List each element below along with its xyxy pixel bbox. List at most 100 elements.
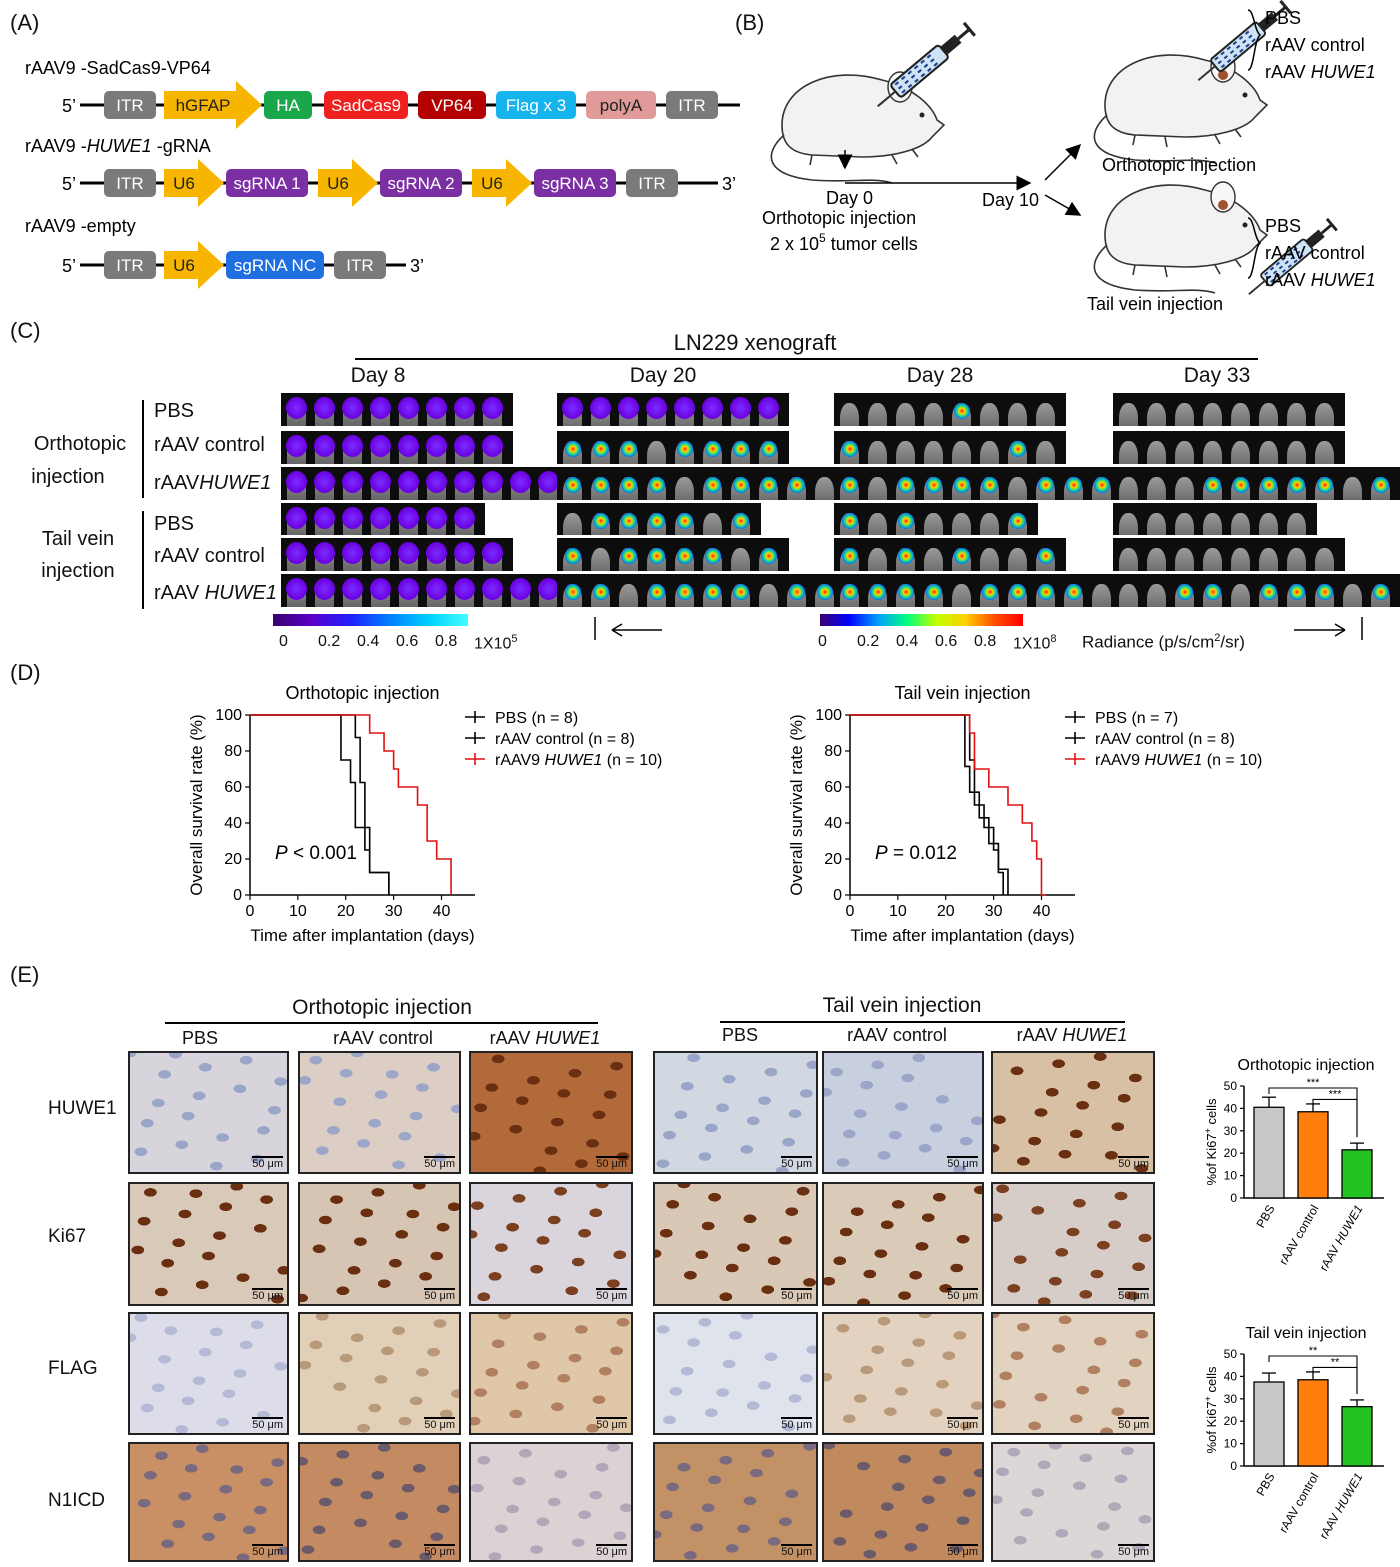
bli-strip bbox=[557, 503, 761, 535]
mouse-silhouette bbox=[1259, 403, 1278, 426]
luminescence-spot bbox=[342, 397, 363, 419]
scale-bar-label: 50 μm bbox=[781, 1417, 812, 1431]
mouse-silhouette bbox=[1287, 441, 1306, 464]
p-value-annotation: P < 0.001 bbox=[275, 843, 357, 864]
luminescence-spot bbox=[733, 441, 749, 457]
luminescence-spot bbox=[454, 507, 475, 529]
luminescence-spot bbox=[982, 477, 998, 493]
legend-label-2: rAAV9 HUWE1 (n = 10) bbox=[495, 752, 662, 769]
ihc-image-n1icd-5: 50 μm bbox=[991, 1442, 1155, 1562]
y-axis-label: %of Ki67+ cells bbox=[1203, 1366, 1219, 1453]
luminescence-spot bbox=[342, 578, 363, 600]
tail-vein-injection-label: Tail vein injection bbox=[1087, 294, 1223, 314]
route-tail-line2: injection bbox=[41, 560, 115, 582]
luminescence-spot bbox=[342, 507, 363, 529]
luminescence-spot bbox=[593, 441, 609, 457]
mouse-silhouette bbox=[1036, 441, 1055, 464]
survival-series-0 bbox=[250, 714, 390, 895]
luminescence-spot bbox=[1317, 584, 1333, 600]
ihc-image-huwe1-1: 50 μm bbox=[298, 1051, 461, 1174]
ihc-column-label-3: PBS bbox=[721, 1025, 759, 1045]
survival-series-2 bbox=[250, 714, 452, 895]
ihc-column-label-2: rAAV HUWE1 bbox=[489, 1028, 601, 1048]
y-tick-label: 10 bbox=[1224, 1169, 1238, 1183]
luminescence-spot bbox=[565, 477, 581, 493]
scale-tick-label: 0.2 bbox=[318, 633, 341, 650]
y-tick-label: 50 bbox=[1224, 1347, 1238, 1361]
mouse-silhouette bbox=[1315, 548, 1334, 571]
category-label-1: rAAV control bbox=[1276, 1203, 1321, 1268]
day-header-8: Day 8 bbox=[350, 364, 406, 387]
mouse-silhouette bbox=[1231, 513, 1250, 535]
luminescence-spot bbox=[758, 397, 779, 419]
mouse-silhouette bbox=[1147, 548, 1166, 571]
mouse-silhouette bbox=[1231, 548, 1250, 571]
luminescence-spot bbox=[842, 548, 858, 564]
y-tick-label: 0 bbox=[1230, 1459, 1237, 1473]
element-label-0-2: HA bbox=[276, 96, 300, 115]
luminescence-spot bbox=[649, 584, 665, 600]
mouse-silhouette bbox=[1036, 403, 1055, 426]
row-orth-control: rAAV control bbox=[154, 434, 265, 456]
scale-bar-label: 50 μm bbox=[252, 1417, 283, 1431]
panel-label-e: (E) bbox=[10, 962, 40, 987]
day-header-33: Day 33 bbox=[1183, 364, 1251, 387]
element-block-2-0 bbox=[104, 251, 156, 279]
mouse-silhouette bbox=[1008, 548, 1027, 571]
luminescence-spot bbox=[398, 397, 419, 419]
luminescence-spot bbox=[898, 513, 914, 529]
mouse-silhouette bbox=[1203, 441, 1222, 464]
y-tick-label: 10 bbox=[1224, 1437, 1238, 1451]
bar-2 bbox=[1341, 1149, 1373, 1199]
luminescence-spot bbox=[705, 477, 721, 493]
luminescence-spot bbox=[621, 441, 637, 457]
mouse-silhouette bbox=[1231, 584, 1250, 607]
element-block-0-7 bbox=[666, 91, 718, 119]
km-title: Orthotopic injection bbox=[285, 683, 439, 703]
luminescence-spot bbox=[398, 578, 419, 600]
scale-bar-label: 50 μm bbox=[947, 1417, 978, 1431]
mouse-silhouette bbox=[1147, 403, 1166, 426]
luminescence-spot bbox=[705, 548, 721, 564]
luminescence-spot bbox=[538, 578, 559, 600]
ihc-image-n1icd-0: 50 μm bbox=[128, 1442, 289, 1562]
x-tick-label: 20 bbox=[337, 903, 355, 920]
bli-strip bbox=[834, 393, 1066, 426]
scale-tick-label: 0.2 bbox=[857, 633, 880, 650]
element-block-1-0 bbox=[104, 169, 156, 197]
luminescence-spot bbox=[705, 584, 721, 600]
scale-bar-label: 50 μm bbox=[252, 1544, 283, 1558]
bli-strip bbox=[834, 467, 1122, 500]
luminescence-spot bbox=[621, 477, 637, 493]
mouse-silhouette bbox=[1175, 548, 1194, 571]
significance-bracket-1 bbox=[1312, 1366, 1358, 1394]
y-tick-label: 0 bbox=[233, 887, 242, 904]
scale-tick-label: 0 bbox=[818, 633, 827, 650]
y-tick-label: 40 bbox=[1224, 1101, 1238, 1115]
mouse-silhouette bbox=[1147, 584, 1166, 607]
ihc-column-label-4: rAAV control bbox=[847, 1025, 947, 1045]
scale-bar-label: 50 μm bbox=[596, 1288, 627, 1302]
luminescence-spot bbox=[1373, 584, 1389, 600]
promoter-arrow-1-1 bbox=[164, 159, 224, 207]
luminescence-spot bbox=[370, 471, 391, 493]
luminescence-spot bbox=[565, 584, 581, 600]
x-axis-label: Time after implantation (days) bbox=[250, 926, 474, 945]
bar-chart-title: Tail vein injection bbox=[1246, 1325, 1367, 1342]
ihc-row-label-3: N1ICD bbox=[48, 1490, 106, 1511]
bli-strip bbox=[1113, 431, 1345, 464]
significance-label-0: *** bbox=[1307, 1077, 1321, 1089]
ihc-image-huwe1-5: 50 μm bbox=[991, 1051, 1155, 1174]
x-tick-label: 20 bbox=[937, 903, 955, 920]
x-tick-label: 30 bbox=[985, 903, 1003, 920]
scale-bar-label: 50 μm bbox=[424, 1288, 455, 1302]
scale-tick-label: 1X108 bbox=[1013, 633, 1057, 653]
luminescence-spot bbox=[454, 435, 475, 457]
luminescence-spot bbox=[314, 507, 335, 529]
scale-bar-label: 50 μm bbox=[424, 1544, 455, 1558]
scale-bar-label: 50 μm bbox=[947, 1544, 978, 1558]
luminescence-spot bbox=[926, 584, 942, 600]
promoter-arrow-2-1 bbox=[164, 241, 224, 289]
mouse-silhouette bbox=[1008, 477, 1027, 500]
scale-bar-label: 50 μm bbox=[1118, 1544, 1149, 1558]
